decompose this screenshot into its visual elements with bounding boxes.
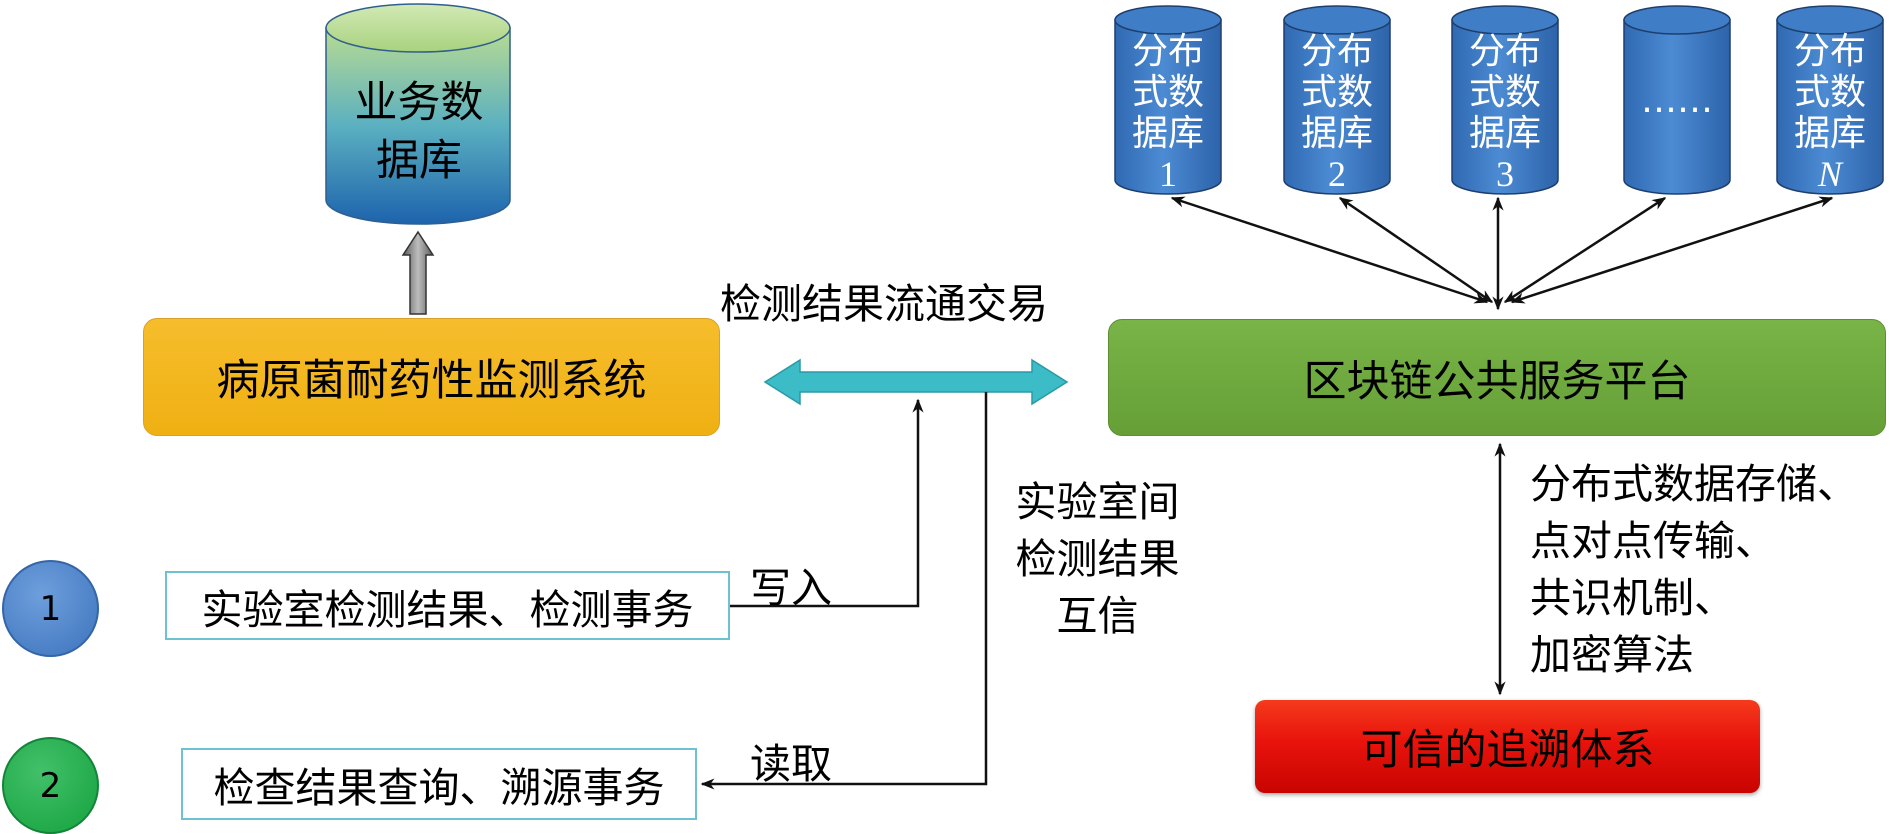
write-label: 写入 bbox=[750, 564, 832, 612]
db-label-line: 式数 bbox=[1300, 72, 1373, 113]
write-path-line bbox=[730, 398, 924, 608]
platform-features-label: 分布式数据存储、 点对点传输、 共识机制、 加密算法 bbox=[1530, 456, 1890, 684]
db-label-line: …… bbox=[1641, 80, 1713, 121]
trace-system-box: 可信的追溯体系 bbox=[1255, 700, 1760, 793]
distributed-db-cylinder-2 bbox=[1283, 5, 1391, 195]
business-database-icon bbox=[325, 3, 511, 225]
db-label-line: 分布 bbox=[1468, 31, 1541, 72]
read-label: 读取 bbox=[750, 740, 832, 788]
db-index: 2 bbox=[1328, 154, 1346, 194]
upload-arrow-icon bbox=[401, 230, 435, 315]
db-link-arrows bbox=[1170, 196, 1834, 311]
business-database-label: 业务数 据库 bbox=[330, 74, 508, 190]
db-label-line: 据库 bbox=[1468, 113, 1541, 154]
db-label-line: 据库 bbox=[1131, 113, 1204, 154]
mutual-trust-line: 互信 bbox=[1056, 592, 1139, 640]
distributed-db-cylinder-1 bbox=[1114, 5, 1222, 195]
distributed-db-cylinder-n bbox=[1776, 5, 1884, 195]
step-1-badge: 1 bbox=[2, 560, 99, 657]
distributed-db-label-n: 分布 式数 据库 N bbox=[1777, 31, 1883, 195]
blockchain-platform-box: 区块链公共服务平台 bbox=[1108, 319, 1886, 436]
step-2-badge: 2 bbox=[2, 737, 99, 834]
db-index: 3 bbox=[1496, 154, 1514, 194]
distributed-db-cylinder-ellipsis bbox=[1623, 5, 1731, 195]
distributed-db-label-2: 分布 式数 据库 2 bbox=[1284, 31, 1390, 195]
flow-double-arrow-icon bbox=[763, 358, 1069, 406]
mutual-trust-label: 实验室间 检测结果 互信 bbox=[990, 474, 1205, 645]
business-database-label-line2: 据库 bbox=[376, 136, 462, 186]
business-database-label-line1: 业务数 bbox=[354, 78, 484, 128]
db-label-line: 分布 bbox=[1131, 31, 1204, 72]
feature-line: 共识机制、 bbox=[1530, 574, 1735, 622]
mutual-trust-line: 实验室间 bbox=[1015, 478, 1180, 526]
feature-line: 加密算法 bbox=[1530, 631, 1694, 679]
db-label-line: 式数 bbox=[1131, 72, 1204, 113]
db-index: 1 bbox=[1159, 154, 1177, 194]
write-transaction-box: 实验室检测结果、检测事务 bbox=[165, 571, 730, 640]
db-label-line: 分布 bbox=[1793, 31, 1866, 72]
flow-trade-label: 检测结果流通交易 bbox=[720, 280, 1048, 328]
distributed-db-label-3: 分布 式数 据库 3 bbox=[1452, 31, 1558, 195]
feature-line: 分布式数据存储、 bbox=[1530, 460, 1858, 508]
db-label-line: 式数 bbox=[1793, 72, 1866, 113]
feature-line: 点对点传输、 bbox=[1530, 517, 1776, 565]
db-index: N bbox=[1817, 154, 1842, 194]
db-label-line: 据库 bbox=[1300, 113, 1373, 154]
read-path-line bbox=[700, 392, 988, 790]
read-transaction-box: 检查结果查询、溯源事务 bbox=[181, 748, 697, 820]
db-label-line: 式数 bbox=[1468, 72, 1541, 113]
distributed-db-label-1: 分布 式数 据库 1 bbox=[1115, 31, 1221, 195]
distributed-db-label-ellipsis: …… bbox=[1624, 80, 1730, 121]
db-label-line: 据库 bbox=[1793, 113, 1866, 154]
distributed-db-cylinder-3 bbox=[1451, 5, 1559, 195]
db-label-line: 分布 bbox=[1300, 31, 1373, 72]
monitoring-system-box: 病原菌耐药性监测系统 bbox=[143, 318, 720, 436]
mutual-trust-line: 检测结果 bbox=[1015, 535, 1180, 583]
